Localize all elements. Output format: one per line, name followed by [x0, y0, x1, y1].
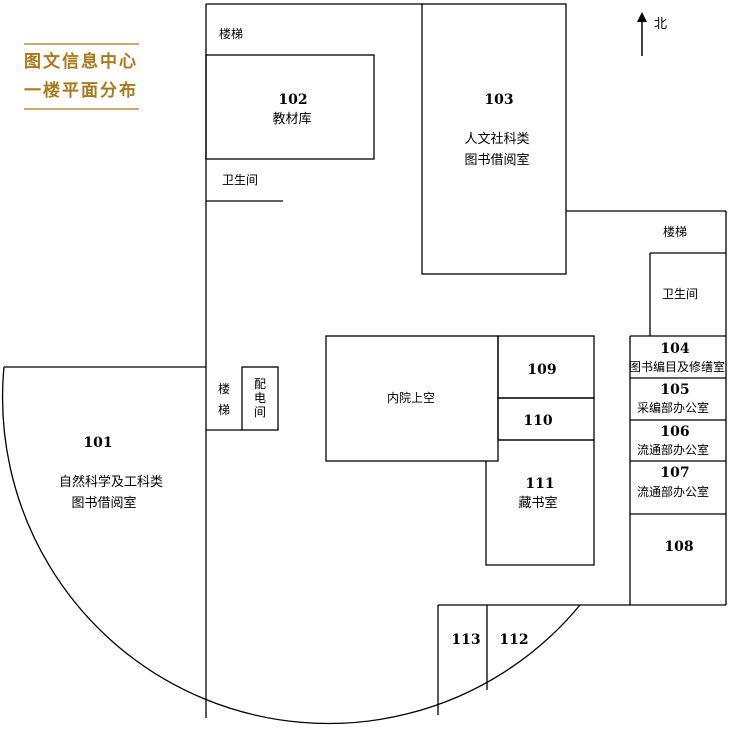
stairs-mid-label-2: 梯	[218, 403, 230, 417]
room-108-number: 108	[664, 539, 693, 555]
room-103-name-1: 人文社科类	[464, 131, 529, 147]
room-103-number: 103	[484, 92, 513, 108]
room-109-number: 109	[527, 362, 556, 378]
walls	[1, 3, 727, 725]
room-105-name: 采编部办公室	[637, 400, 709, 415]
room-101-number: 101	[83, 435, 112, 451]
room-104-number: 104	[660, 341, 689, 357]
courtyard-label: 内院上空	[387, 391, 435, 405]
room-101-name-2: 图书借阅室	[71, 495, 136, 511]
room-103-outline	[421, 3, 567, 275]
room-111-number: 111	[525, 476, 554, 492]
north-arrow-icon	[637, 12, 647, 56]
toilet-right-label: 卫生间	[662, 287, 698, 301]
stairs-top-label: 楼梯	[219, 26, 243, 41]
room-103-name-2: 图书借阅室	[464, 152, 529, 168]
room-102-name: 教材库	[272, 111, 311, 127]
room-110-number: 110	[523, 413, 552, 429]
room-104-name: 图书编目及修缮室	[629, 359, 725, 374]
room-102-outline	[205, 54, 375, 160]
room-106-number: 106	[660, 424, 689, 440]
power-room-label-1: 配	[254, 377, 266, 391]
stairs-mid-label-1: 楼	[218, 381, 230, 396]
room-107-number: 107	[660, 465, 689, 481]
room-106-name: 流通部办公室	[637, 442, 709, 457]
room-105-number: 105	[660, 382, 689, 398]
power-room-label-2: 电	[254, 391, 266, 405]
room-113-number: 113	[451, 632, 480, 648]
room-112-number: 112	[499, 632, 528, 648]
room-102-number: 102	[278, 92, 307, 108]
room-107-name: 流通部办公室	[637, 484, 709, 499]
room-111-name: 藏书室	[518, 495, 557, 511]
title-line-1: 图文信息中心	[24, 51, 138, 72]
power-room-label-3: 间	[254, 405, 266, 419]
title-line-2: 一楼平面分布	[24, 80, 138, 101]
room-101-name-1: 自然科学及工科类	[59, 474, 163, 490]
north-label: 北	[654, 17, 667, 32]
stairs-right-label: 楼梯	[663, 224, 687, 239]
toilet-left-label: 卫生间	[222, 173, 258, 187]
